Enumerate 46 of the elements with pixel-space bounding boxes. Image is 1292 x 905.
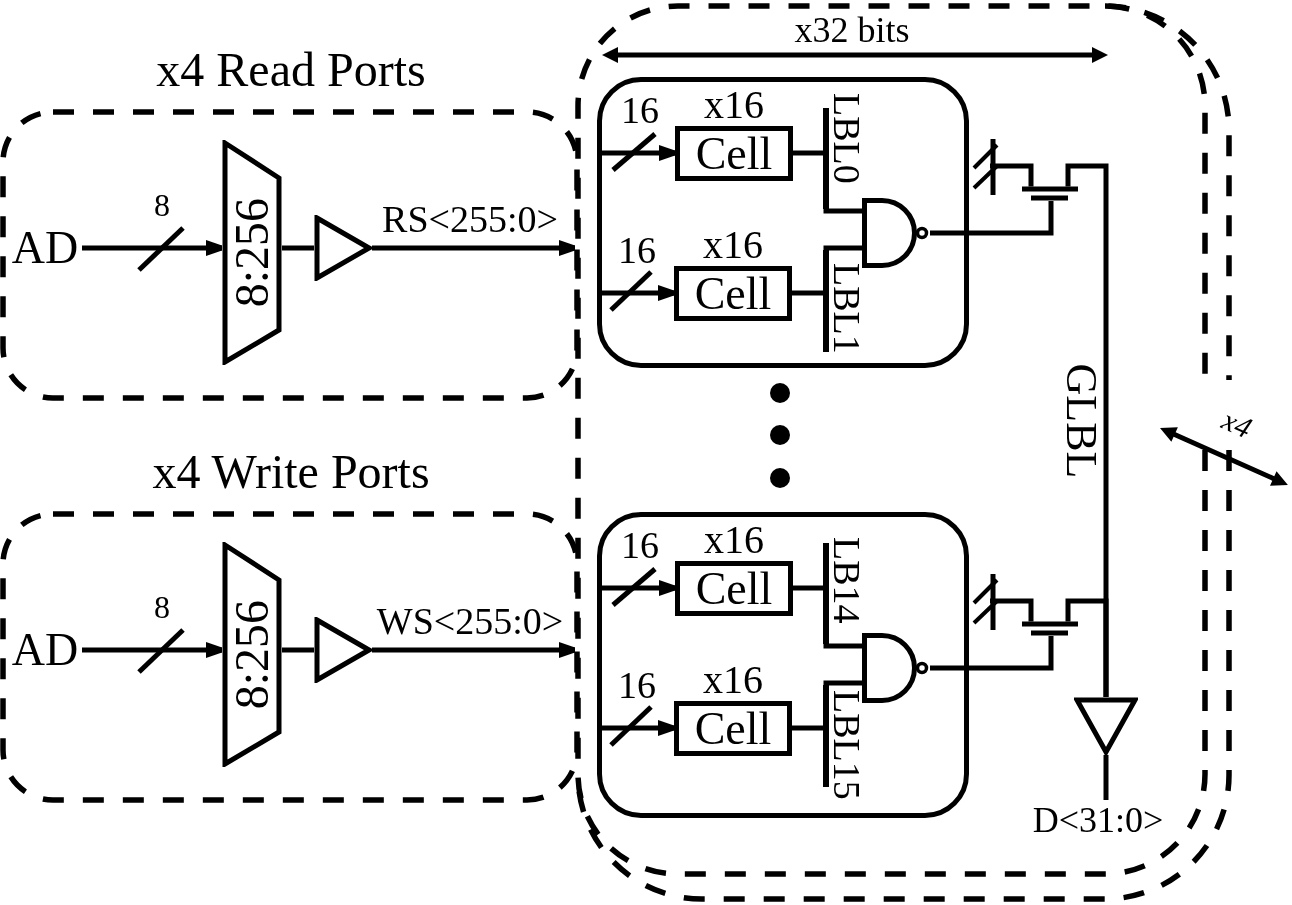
cell-count-label: x16 xyxy=(703,661,763,699)
wire xyxy=(282,647,314,653)
signal-label: GLBL xyxy=(1063,363,1099,479)
wire xyxy=(930,201,1054,236)
bus-width-label: 16 xyxy=(618,231,656,269)
wire xyxy=(1082,598,1109,697)
bus-width-label: 8 xyxy=(154,189,170,221)
memory-cell-block: Cell xyxy=(674,266,792,321)
multiplier-label: x4 xyxy=(1217,404,1257,444)
signal-label: WS<255:0> xyxy=(376,602,564,640)
bitline-label: LB14 xyxy=(832,537,863,624)
wire xyxy=(793,150,823,156)
cell-count-label: x16 xyxy=(704,86,764,124)
dimension-label: x32 bits xyxy=(794,12,910,48)
wire xyxy=(823,207,862,214)
signal-label: AD xyxy=(11,225,79,271)
group-title: x4 Write Ports xyxy=(152,448,430,496)
bus-width-label: 16 xyxy=(621,91,659,129)
subarray-block xyxy=(597,77,969,368)
bus-width-label: 8 xyxy=(154,591,170,623)
memory-cell-block: Cell xyxy=(675,561,793,616)
wire xyxy=(282,245,314,251)
subarray-block xyxy=(597,512,969,818)
wire xyxy=(792,725,823,731)
signal-label: RS<255:0> xyxy=(382,200,558,238)
wire xyxy=(1103,755,1109,800)
decoder-ratio-label: 8:256 xyxy=(231,197,273,308)
wire xyxy=(930,636,1054,671)
wire xyxy=(823,680,862,687)
memory-cell-block: Cell xyxy=(674,701,792,756)
wire xyxy=(823,642,862,649)
bitline-label: LBL1 xyxy=(832,263,863,354)
signal-label: AD xyxy=(11,627,79,673)
memory-cell-block: Cell xyxy=(675,126,793,181)
wire xyxy=(792,290,823,296)
signal-label: D<31:0> xyxy=(1032,802,1164,838)
bitline-label: LBL15 xyxy=(832,690,863,800)
bus-width-label: 16 xyxy=(621,526,659,564)
decoder-ratio-label: 8:256 xyxy=(231,599,273,710)
cell-count-label: x16 xyxy=(703,226,763,264)
wire xyxy=(793,585,823,591)
wire xyxy=(823,245,862,252)
cell-count-label: x16 xyxy=(704,521,764,559)
bitline-label: LBL0 xyxy=(832,93,863,184)
bus-width-label: 16 xyxy=(618,666,656,704)
group-title: x4 Read Ports xyxy=(156,46,426,94)
